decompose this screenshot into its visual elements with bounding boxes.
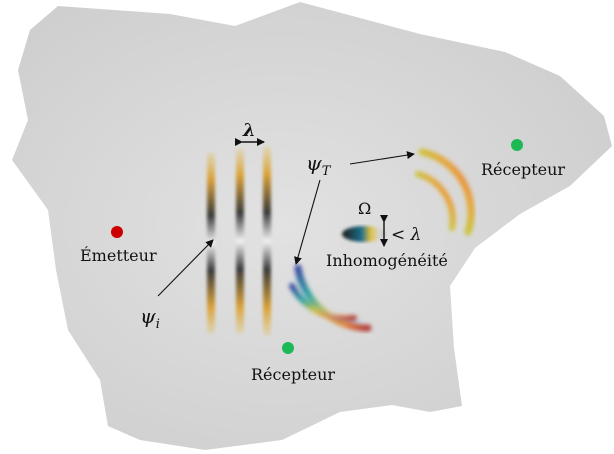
lambda-label: λ xyxy=(242,120,256,141)
inhomogeneity-label: Inhomogénéité xyxy=(326,251,448,270)
psi-T-arrow-down xyxy=(294,179,321,265)
psi-i-label: ψi xyxy=(140,304,160,332)
wavefront-3 xyxy=(263,146,271,336)
psi-T-sub: T xyxy=(322,164,332,179)
receiver-label-top: Récepteur xyxy=(481,160,565,179)
emitter-label: Émetteur xyxy=(80,245,157,265)
scattered-arcs-upper xyxy=(415,148,475,236)
psi-i-base: ψ xyxy=(140,304,156,328)
psi-i-sub: i xyxy=(156,317,160,332)
inhomogeneity-blob xyxy=(342,226,386,242)
size-less-than-lambda: < λ xyxy=(391,225,421,245)
medium-region xyxy=(12,2,612,450)
emitter-dot xyxy=(111,226,123,238)
wavefront-2 xyxy=(236,148,244,334)
receiver-dot-top xyxy=(511,139,523,151)
psi-T-arrow-right xyxy=(349,151,415,165)
omega-label: Ω xyxy=(358,199,371,218)
psi-T-label: ψT xyxy=(306,151,332,179)
psi-i-arrow xyxy=(157,239,214,297)
receiver-dot-bottom xyxy=(282,342,294,354)
wavefront-1 xyxy=(207,152,215,334)
psi-T-base: ψ xyxy=(306,151,322,175)
incident-wavefronts xyxy=(207,146,271,336)
scattered-arcs-lower xyxy=(289,264,372,332)
receiver-label-bottom: Récepteur xyxy=(251,365,335,384)
